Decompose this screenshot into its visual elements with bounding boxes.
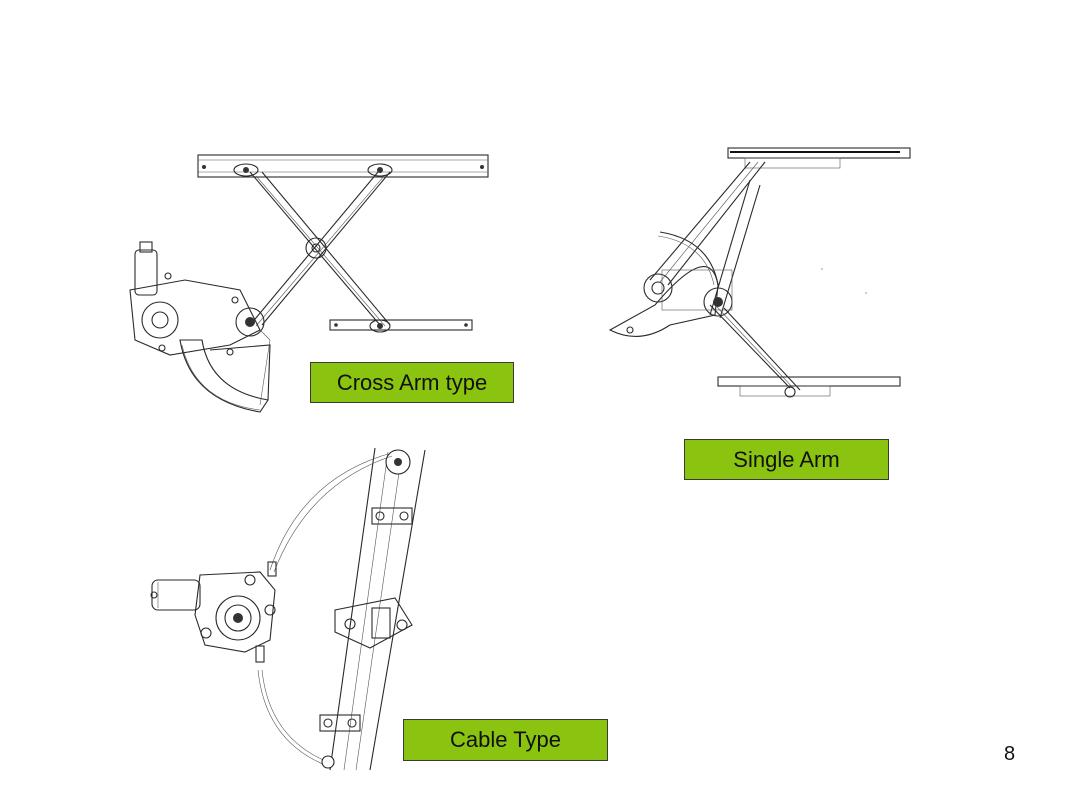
single-arm-regulator-drawing: [608, 147, 911, 398]
cable-type-regulator-drawing: [150, 447, 426, 771]
single-arm-label: Single Arm: [684, 439, 889, 480]
cross-arm-regulator-drawing: [129, 154, 489, 413]
cross-arm-type-label: Cross Arm type: [310, 362, 514, 403]
cable-type-label: Cable Type: [403, 719, 608, 761]
page-number: 8: [1004, 743, 1016, 765]
